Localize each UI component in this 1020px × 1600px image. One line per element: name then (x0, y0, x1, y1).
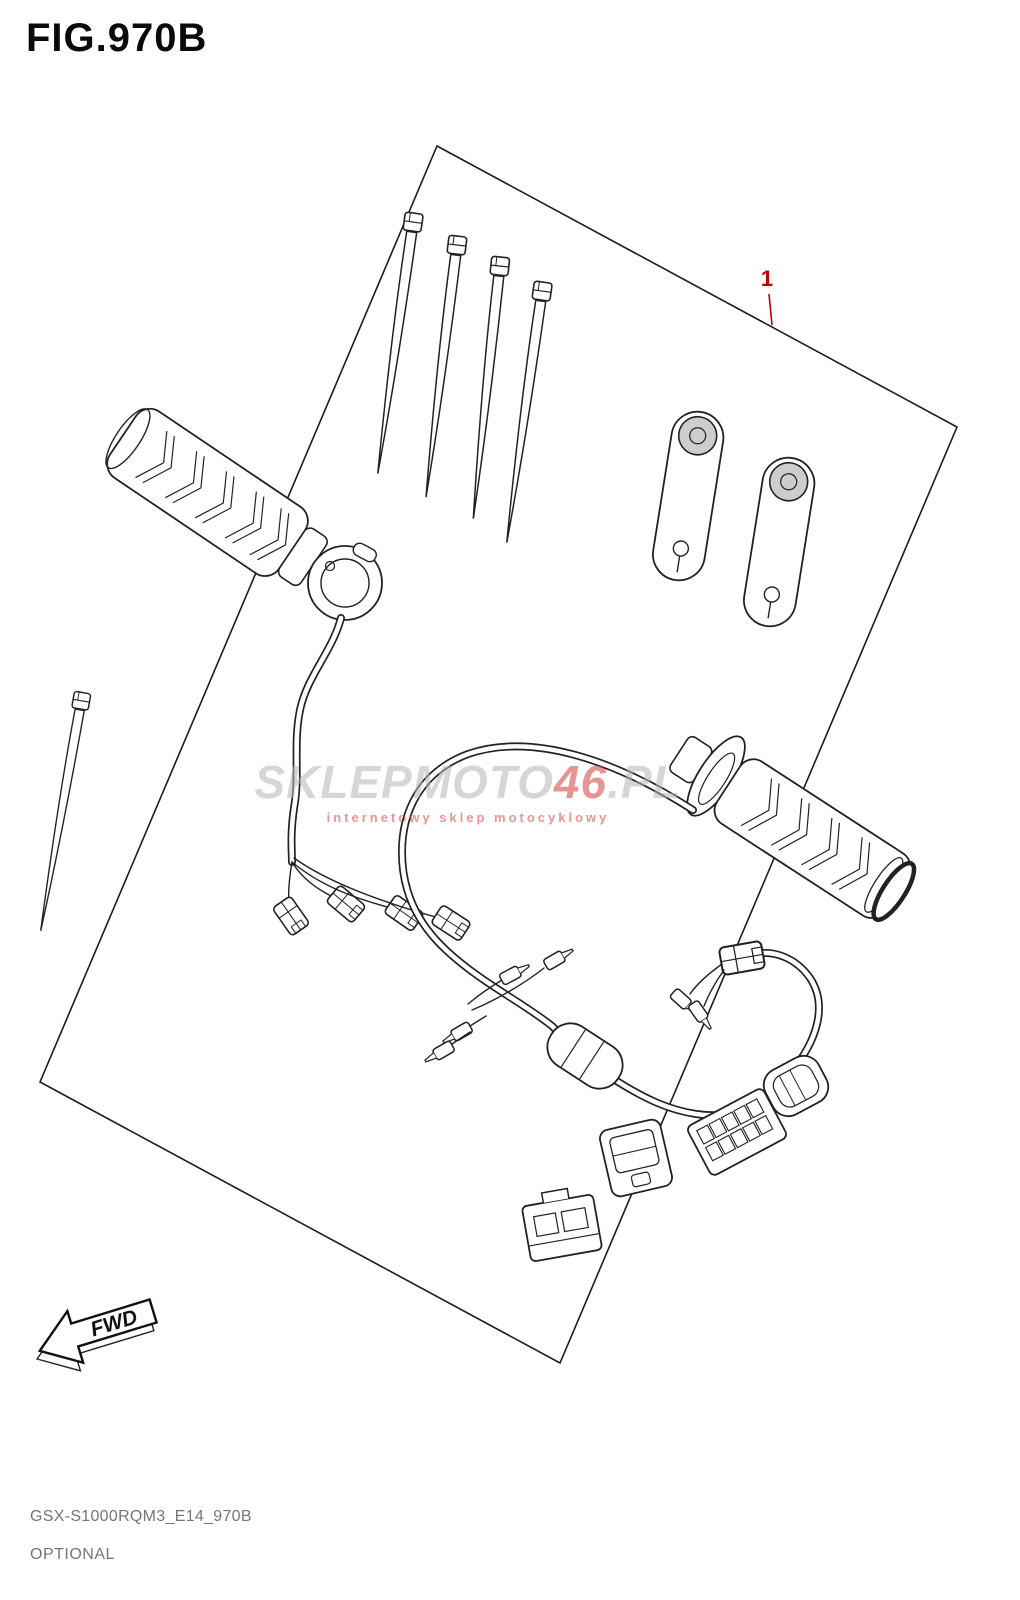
grip-switch-housing (307, 545, 383, 621)
callout-1[interactable]: 1 (761, 266, 773, 326)
right-heated-grip (669, 735, 917, 923)
left-grip-cable (287, 614, 345, 866)
zip-tie (463, 255, 511, 521)
switch-button (352, 542, 377, 563)
watermark-title: SKLEPMOTO46.PL (254, 756, 681, 808)
bullet-terminals (421, 944, 577, 1067)
zip-tie (497, 280, 554, 545)
two-pin-connector (271, 894, 311, 938)
zip-tie-single (31, 690, 92, 934)
relay (599, 1118, 673, 1198)
cable-ties-group (368, 211, 554, 545)
bullet-terminal (541, 944, 577, 972)
fwd-arrow: FWD (35, 1298, 159, 1372)
bullet-terminal (497, 959, 533, 987)
footer-section-label: OPTIONAL (30, 1546, 115, 1563)
connector-block (521, 1187, 603, 1262)
kit-boundary-border (38, 144, 959, 1365)
strap-band (743, 456, 816, 628)
watermark-tagline: internetowy sklep motocyklowy (327, 810, 610, 825)
main-multipin-connector (687, 1088, 787, 1176)
fuse-holder (546, 1022, 624, 1090)
watermark: SKLEPMOTO46.PL internetowy sklep motocyk… (254, 756, 681, 825)
bullet-terminal (421, 1039, 457, 1067)
left-grip-connectors (271, 857, 473, 943)
callout-1-label[interactable]: 1 (761, 266, 773, 291)
figure-title: FIG.970B (26, 16, 208, 60)
two-pin-connector (717, 939, 767, 977)
zip-tie (416, 234, 468, 500)
strap-band (652, 410, 725, 582)
wiring-harness (397, 742, 823, 1120)
branch-connector (668, 939, 767, 1033)
two-pin-connector (325, 883, 367, 925)
zip-tie (368, 211, 425, 476)
left-heated-grip (105, 407, 383, 621)
footer-model-code: GSX-S1000RQM3_E14_970B (30, 1508, 252, 1525)
